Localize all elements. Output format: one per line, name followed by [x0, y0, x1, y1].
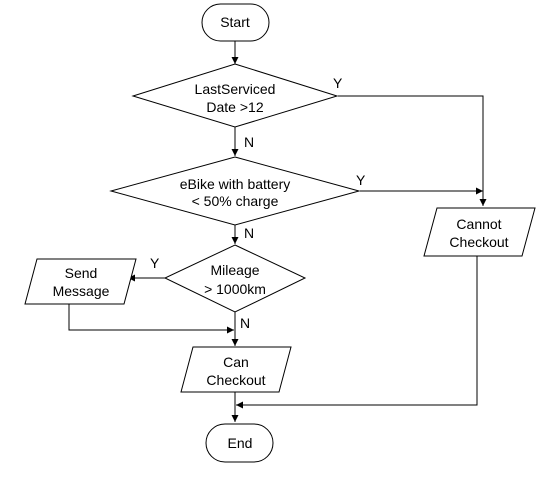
service-no-label: N — [244, 134, 254, 150]
can-checkout-label-line1: Can — [223, 354, 249, 370]
decision-battery-label-line1: eBike with battery — [180, 176, 291, 192]
branch-labels: Y N Y N Y N — [150, 75, 366, 331]
start-label: Start — [220, 14, 250, 30]
battery-no-label: N — [244, 225, 254, 241]
mileage-yes-label: Y — [150, 255, 160, 271]
send-message-label-line1: Send — [65, 265, 98, 281]
end-label: End — [228, 435, 253, 451]
node-labels: Start LastServiced Date >12 eBike with b… — [53, 14, 509, 451]
cannot-checkout-label-line1: Cannot — [456, 216, 501, 232]
decision-mileage-diamond — [163, 244, 307, 313]
decision-battery-label-line2: < 50% charge — [192, 193, 279, 209]
decision-service-label-line1: LastServiced — [195, 81, 276, 97]
service-yes-label: Y — [333, 75, 343, 91]
decision-mileage-label-line1: Mileage — [210, 262, 259, 278]
decision-battery-diamond — [109, 156, 361, 226]
cannot-checkout-parallelogram — [423, 207, 536, 257]
edge-service-yes-to-cannot — [338, 95, 487, 206]
send-message-label-line2: Message — [53, 283, 110, 299]
battery-yes-label: Y — [356, 172, 366, 188]
edge-send-to-can — [68, 304, 234, 334]
end-terminator — [205, 423, 274, 463]
edge-cannot-to-end — [236, 256, 478, 409]
nodes — [24, 3, 536, 463]
decision-service-diamond — [131, 63, 339, 128]
mileage-no-label: N — [240, 315, 250, 331]
cannot-checkout-label-line2: Checkout — [449, 234, 508, 250]
edges — [68, 41, 487, 422]
decision-mileage-label-line2: > 1000km — [204, 281, 266, 297]
can-checkout-label-line2: Checkout — [206, 372, 265, 388]
decision-service-label-line2: Date >12 — [206, 99, 263, 115]
can-checkout-parallelogram — [180, 346, 292, 393]
start-terminator — [201, 3, 270, 42]
send-message-parallelogram — [24, 258, 137, 305]
